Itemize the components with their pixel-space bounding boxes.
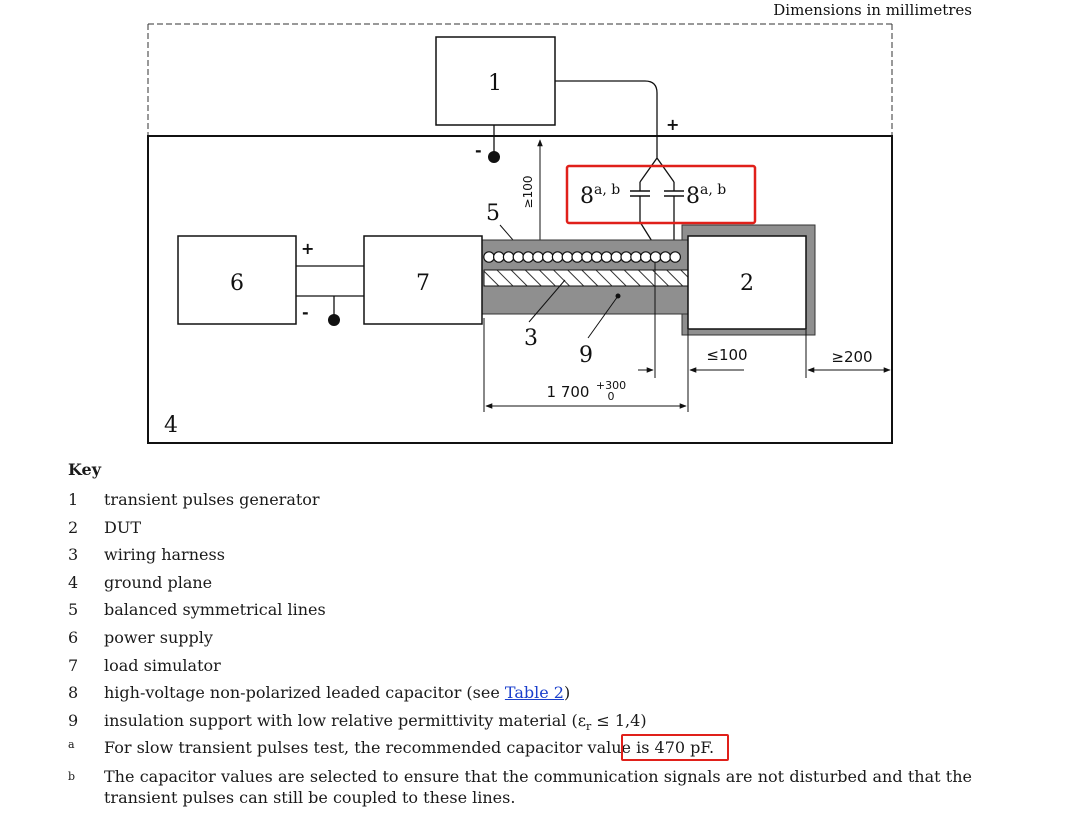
label-7: 7 (416, 271, 430, 296)
coil-turn (600, 251, 613, 263)
balanced-lines-coil (483, 251, 681, 263)
label-8-right: 8a, b (686, 182, 726, 209)
table-2-link[interactable]: Table 2 (504, 683, 564, 703)
coil-turn (532, 251, 544, 263)
coil-turn (620, 251, 632, 263)
label-2: 2 (740, 271, 754, 296)
coil-turn (502, 251, 515, 263)
coil-turn (610, 251, 623, 263)
label-1: 1 (488, 71, 502, 96)
key-title: Key (68, 460, 102, 479)
label-5: 5 (486, 201, 500, 226)
coil-turn (541, 251, 554, 263)
capacitor-highlight-box (565, 164, 757, 225)
coil-turn (571, 251, 583, 263)
coil-turn (590, 251, 603, 263)
coil-turn (639, 251, 652, 263)
coil-turn (669, 251, 681, 263)
coil-turn (492, 251, 505, 263)
edge-distance-dimension: ≥200 (831, 348, 872, 366)
coil-turn (630, 251, 642, 263)
power-minus-sign: - (302, 303, 309, 322)
length-tolerance-lower: 0 (608, 390, 615, 403)
power-supply-box (177, 235, 297, 325)
load-simulator-box (363, 235, 483, 325)
dimensions-note: Dimensions in millimetres (773, 1, 972, 19)
transient-generator-box (435, 36, 556, 126)
test-setup-diagram: Dimensions in millimetres 4 1 - + ≥100 5… (147, 1, 972, 444)
wiring-harness (483, 269, 689, 287)
length-dimension: 1 700 (547, 383, 590, 401)
coil-turn (551, 251, 564, 263)
label-8-left: 8a, b (580, 182, 620, 209)
power-plus-sign: + (301, 239, 314, 258)
coil-turn (561, 251, 574, 263)
coil-turn (512, 251, 525, 263)
generator-positive-lead (555, 80, 675, 183)
dut-distance-dimension: ≤100 (706, 346, 747, 364)
upper-enclosure (147, 23, 893, 136)
generator-plus-sign: + (666, 115, 679, 134)
coil-turn (659, 251, 672, 263)
coil-turn (649, 251, 662, 263)
label-6: 6 (230, 271, 244, 296)
dut-box (687, 235, 807, 330)
capacitor-value-highlight-box (621, 734, 729, 761)
label-9: 9 (579, 343, 593, 368)
height-dimension: ≥100 (521, 176, 535, 209)
label-3: 3 (524, 326, 538, 351)
coil-turn (581, 251, 593, 263)
ground-plane (147, 135, 893, 444)
coil-turn (522, 251, 534, 263)
label-4: 4 (164, 413, 178, 438)
coil-turn (483, 251, 495, 263)
length-tolerance-upper: +300 (596, 379, 626, 392)
generator-minus-sign: - (475, 141, 482, 160)
